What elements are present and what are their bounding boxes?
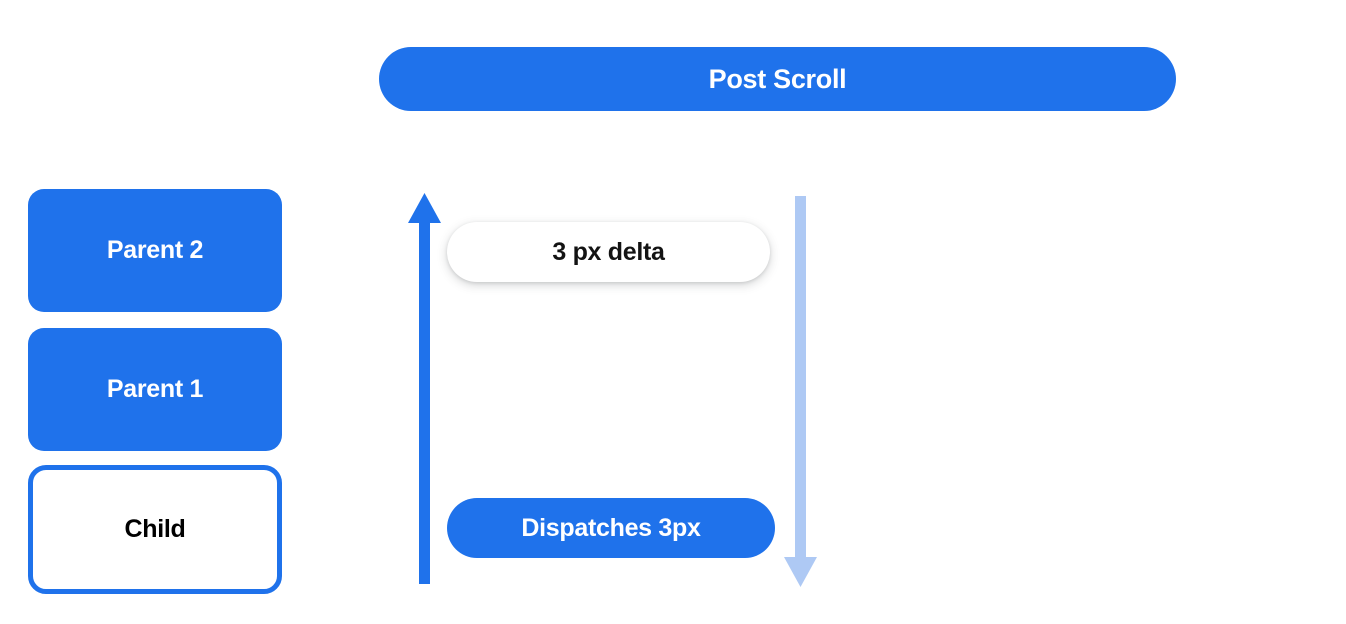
scroll-down-arrow-icon	[784, 196, 817, 587]
page-title-banner: Post Scroll	[379, 47, 1176, 111]
node-box-child[interactable]: Child	[28, 465, 282, 594]
callout-dispatches: Dispatches 3px	[447, 498, 775, 558]
callout-delta-label: 3 px delta	[552, 237, 665, 266]
node-box-parent-2[interactable]: Parent 2	[28, 189, 282, 312]
page-title: Post Scroll	[708, 63, 847, 94]
node-box-parent-1[interactable]: Parent 1	[28, 328, 282, 451]
callout-delta: 3 px delta	[447, 222, 770, 282]
callout-dispatches-label: Dispatches 3px	[521, 513, 701, 542]
scroll-up-arrow-icon	[408, 193, 441, 584]
node-box-label: Child	[124, 515, 186, 543]
node-box-label: Parent 2	[106, 236, 204, 264]
node-box-label: Parent 1	[106, 375, 204, 403]
